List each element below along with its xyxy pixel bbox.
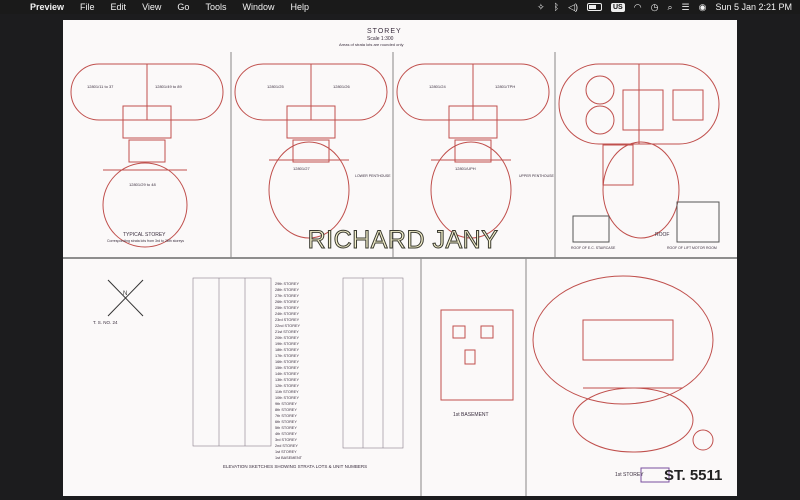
bluetooth-icon[interactable]: ᛒ: [553, 2, 560, 12]
unit-label: 12801/11 to 37: [87, 84, 114, 89]
storey-row: 25th STOREY: [275, 306, 299, 310]
storey-row: 18th STOREY: [275, 348, 299, 352]
preview-window: N STOREY Scale 1:300 Areas of strata lot…: [0, 14, 800, 500]
storey-row: 24th STOREY: [275, 312, 299, 316]
areas-note: Areas of strata lots are rounded only: [339, 42, 404, 47]
storey-row: 23rd STOREY: [275, 318, 300, 322]
search-icon[interactable]: ⌕: [667, 2, 673, 12]
storey-row: 2nd STOREY: [275, 444, 298, 448]
sheet-title: STOREY: [367, 28, 402, 35]
roof-label: ROOF: [655, 232, 670, 238]
storey-row: 10th STOREY: [275, 396, 299, 400]
document-page[interactable]: N STOREY Scale 1:300 Areas of strata lot…: [63, 20, 737, 496]
storey-row: 3rd STOREY: [275, 438, 298, 442]
battery-icon[interactable]: [587, 3, 602, 11]
unit-label: 12801/UPH: [455, 166, 476, 171]
storey-row: 6th STOREY: [275, 420, 297, 424]
menubar-datetime[interactable]: Sun 5 Jan 2:21 PM: [715, 2, 792, 12]
svg-text:N: N: [123, 291, 127, 297]
sound-icon[interactable]: ◁): [568, 2, 578, 12]
scale-note: Scale 1:300: [367, 36, 394, 42]
storey-row: 8th STOREY: [275, 408, 297, 412]
sheet-number: ST. 5511: [664, 467, 723, 484]
lower-penthouse-label: LOWER PENTHOUSE: [355, 174, 391, 178]
storey-row: 16th STOREY: [275, 360, 299, 364]
floor-plan-drawing: N: [63, 52, 737, 496]
menu-window[interactable]: Window: [242, 2, 275, 12]
first-storey-label: 1st STOREY: [615, 472, 644, 478]
unit-label: 12801/27: [293, 166, 310, 171]
watermark-overlay-text: RICHARD JANY: [307, 226, 499, 255]
menu-view[interactable]: View: [142, 2, 162, 12]
menu-go[interactable]: Go: [177, 2, 190, 12]
menu-app-preview[interactable]: Preview: [30, 2, 65, 12]
menu-tools[interactable]: Tools: [205, 2, 227, 12]
wand-icon[interactable]: ✧: [537, 2, 545, 12]
clock-icon[interactable]: ◷: [650, 2, 659, 12]
storey-row: 14th STOREY: [275, 372, 299, 376]
upper-penthouse-label: UPPER PENTHOUSE: [519, 174, 554, 178]
unit-label: 12801/26: [333, 84, 350, 89]
storey-row: 22nd STOREY: [275, 324, 301, 328]
elevation-caption: ELEVATION SKETCHES SHOWING STRATA LOTS &…: [223, 464, 368, 469]
wifi-icon[interactable]: ◠: [633, 2, 642, 12]
storey-row: 17th STOREY: [275, 354, 299, 358]
ts-label: T. S. NO. 24: [93, 320, 118, 325]
storey-row: 20th STOREY: [275, 336, 299, 340]
unit-label: 12801/24: [429, 84, 446, 89]
menu-bar: Preview File Edit View Go Tools Window H…: [0, 0, 800, 14]
storey-row: 11th STOREY: [275, 390, 299, 394]
storey-row: 7th STOREY: [275, 414, 297, 418]
control-center-icon[interactable]: ☰: [681, 2, 690, 12]
input-source-badge[interactable]: US: [611, 2, 625, 12]
storey-row: 27th STOREY: [275, 294, 299, 298]
storey-row: 21st STOREY: [275, 330, 299, 334]
storey-list: 29th STOREY 28th STOREY 27th STOREY 26th ST…: [275, 282, 341, 462]
storey-row: 19th STOREY: [275, 342, 299, 346]
unit-label: 12801/25: [267, 84, 284, 89]
siri-icon[interactable]: ◉: [698, 2, 707, 12]
storey-row: 5th STOREY: [275, 426, 297, 430]
unit-label: 12801/TPH: [495, 84, 516, 89]
storey-row: 26th STOREY: [275, 300, 299, 304]
storey-row: 29th STOREY: [275, 282, 299, 286]
menu-help[interactable]: Help: [290, 2, 309, 12]
unit-label: 12801/29 to 48: [129, 182, 156, 187]
storey-row: 9th STOREY: [275, 402, 297, 406]
typical-storey-note: Corresponding strata lots from 3rd to 28…: [107, 239, 185, 243]
typical-storey-label: TYPICAL STOREY: [123, 232, 166, 238]
storey-row: 12th STOREY: [275, 384, 299, 388]
storey-row: 4th STOREY: [275, 432, 297, 436]
storey-row: 28th STOREY: [275, 288, 299, 292]
storey-row: 1st BASEMENT: [275, 456, 303, 460]
storey-row: 15th STOREY: [275, 366, 299, 370]
storey-row: 13th STOREY: [275, 378, 299, 382]
roof-lift-label: ROOF OF LIFT MOTOR ROOM: [667, 246, 717, 250]
unit-label: 12801/49 to 89: [155, 84, 182, 89]
roof-ec-label: ROOF OF E.C. STAIRCASE: [571, 246, 616, 250]
storey-row: 1st STOREY: [275, 450, 297, 454]
basement-label: 1st BASEMENT: [453, 412, 489, 418]
menu-edit[interactable]: Edit: [110, 2, 127, 12]
menu-file[interactable]: File: [80, 2, 95, 12]
